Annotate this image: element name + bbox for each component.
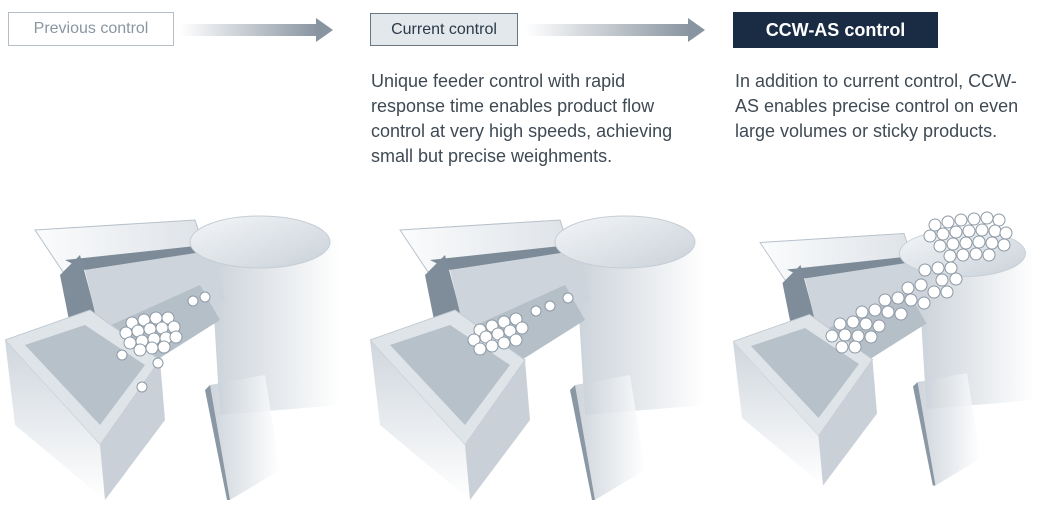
machine-ccw (733, 229, 1035, 486)
label-current-control: Current control (370, 13, 518, 46)
description-current-control: Unique feeder control with rapid respons… (371, 71, 673, 166)
products-ccw (825, 211, 1013, 354)
label-previous-control: Previous control (8, 12, 174, 46)
products-previous (116, 291, 211, 393)
products-current (467, 292, 574, 356)
description-ccw-as-control: In addition to current control, CCW-AS e… (735, 71, 1019, 141)
label-ccw-as-control: CCW-AS control (733, 12, 938, 48)
machine-current (370, 215, 706, 500)
machine-previous (5, 215, 341, 500)
arrow-current-to-ccw (525, 18, 705, 42)
arrow-previous-to-current (180, 18, 333, 42)
